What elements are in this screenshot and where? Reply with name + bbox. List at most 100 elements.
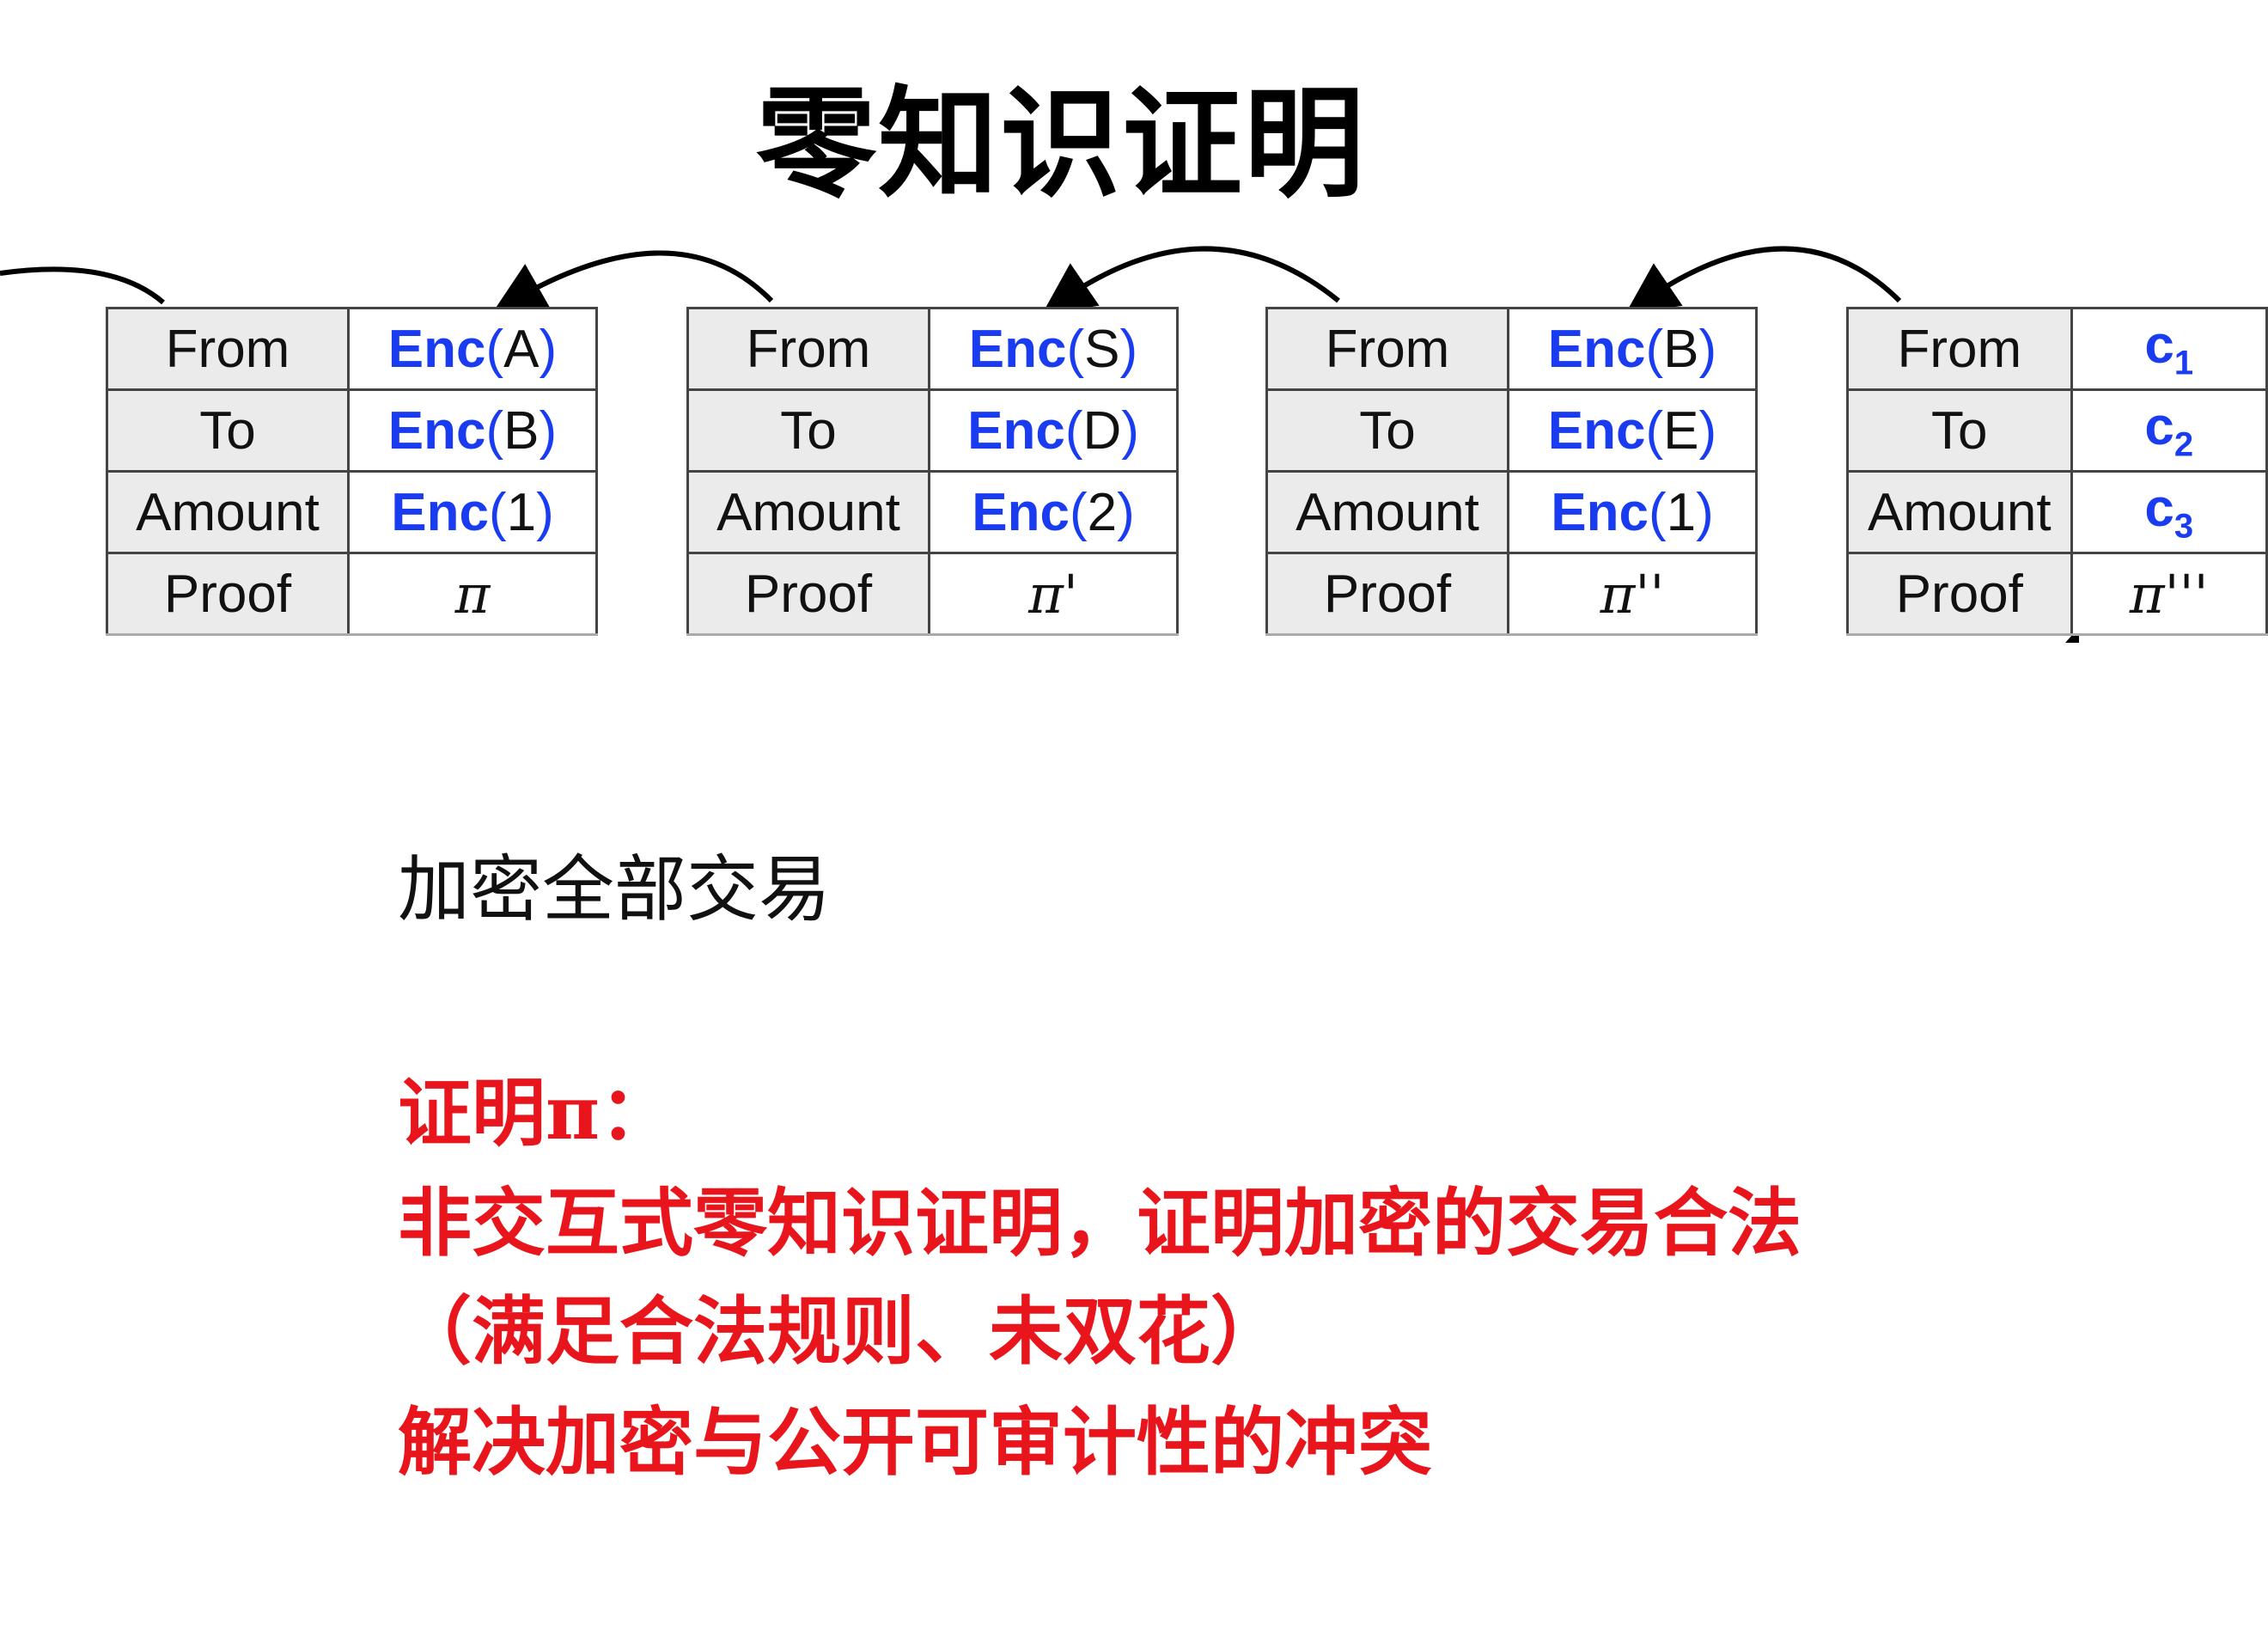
proof-symbol: π' bbox=[1028, 562, 1078, 626]
paren: ) bbox=[536, 482, 554, 542]
enc-arg: E bbox=[1663, 400, 1699, 461]
ciphertext: c bbox=[2144, 479, 2174, 539]
table-row-proof: Proof π''' bbox=[1846, 552, 2268, 636]
proof-label: Proof bbox=[106, 552, 350, 636]
paren: ) bbox=[1698, 400, 1717, 461]
from-value: c1 bbox=[2070, 307, 2268, 391]
enc-arg: 1 bbox=[506, 482, 537, 542]
enc-arg: S bbox=[1084, 319, 1120, 379]
note-line-4: 解决加密与公开可审计性的冲突 bbox=[398, 1399, 1432, 1486]
paren: ) bbox=[539, 400, 558, 461]
to-label: To bbox=[106, 388, 350, 473]
arrow-3 bbox=[1625, 246, 1902, 314]
paren: ) bbox=[1119, 319, 1138, 379]
enc-arg: D bbox=[1082, 400, 1122, 461]
amount-value: Enc(1) bbox=[347, 470, 598, 554]
enc-function: Enc bbox=[967, 400, 1065, 461]
slide-title: 零知识证明 bbox=[755, 75, 1366, 215]
proof-label: Proof bbox=[686, 552, 930, 636]
enc-function: Enc bbox=[972, 482, 1070, 542]
table-row-to: To Enc(D) bbox=[686, 388, 1179, 473]
ciphertext: c bbox=[2144, 397, 2174, 457]
enc-function: Enc bbox=[391, 482, 489, 542]
amount-value: Enc(2) bbox=[928, 470, 1179, 554]
to-value: Enc(B) bbox=[347, 388, 598, 473]
to-value: Enc(E) bbox=[1507, 388, 1758, 473]
paren: ( bbox=[1645, 319, 1664, 379]
enc-arg: A bbox=[503, 319, 540, 379]
paren: ( bbox=[488, 482, 507, 542]
paren: ) bbox=[1121, 400, 1139, 461]
enc-function: Enc bbox=[1551, 482, 1649, 542]
note-line-3: （满足合法规则、未双花） bbox=[398, 1288, 1284, 1375]
amount-value: Enc(1) bbox=[1507, 470, 1758, 554]
proof-value: π' bbox=[928, 552, 1179, 636]
enc-arg: B bbox=[1663, 319, 1699, 379]
paren: ( bbox=[1064, 400, 1083, 461]
enc-function: Enc bbox=[968, 319, 1067, 379]
from-value: Enc(A) bbox=[347, 307, 598, 391]
paren: ) bbox=[539, 319, 558, 379]
proof-label: Proof bbox=[1846, 552, 2073, 636]
table-row-proof: Proof π' bbox=[686, 552, 1179, 636]
to-label: To bbox=[1265, 388, 1509, 473]
to-label: To bbox=[686, 388, 930, 473]
proof-value: π'' bbox=[1507, 552, 1758, 636]
arrow-1 bbox=[492, 250, 774, 312]
ciphertext-index: 3 bbox=[2174, 507, 2194, 546]
from-value: Enc(S) bbox=[928, 307, 1179, 391]
paren: ( bbox=[485, 400, 504, 461]
proof-symbol: π''' bbox=[2129, 562, 2209, 626]
paren: ) bbox=[1117, 482, 1135, 542]
paren: ( bbox=[1066, 319, 1085, 379]
table-row-proof: Proof π bbox=[106, 552, 598, 636]
proof-symbol: π bbox=[454, 562, 491, 626]
ciphertext-index: 2 bbox=[2174, 425, 2194, 464]
to-value: c2 bbox=[2070, 388, 2268, 473]
enc-arg: 2 bbox=[1087, 482, 1118, 542]
amount-value: c3 bbox=[2070, 470, 2268, 554]
note-line-1: 证明π： bbox=[398, 1070, 674, 1157]
from-label: From bbox=[686, 307, 930, 391]
enc-function: Enc bbox=[1547, 400, 1646, 461]
from-label: From bbox=[106, 307, 350, 391]
from-value: Enc(B) bbox=[1507, 307, 1758, 391]
ciphertext: c bbox=[2144, 315, 2174, 376]
paren: ( bbox=[1645, 400, 1664, 461]
proof-value: π''' bbox=[2070, 552, 2268, 636]
enc-function: Enc bbox=[387, 400, 486, 461]
paren: ( bbox=[485, 319, 504, 379]
proof-symbol: π'' bbox=[1600, 562, 1665, 626]
arrow-2 bbox=[1042, 246, 1340, 314]
from-label: From bbox=[1265, 307, 1509, 391]
enc-function: Enc bbox=[1547, 319, 1646, 379]
arrow-0 bbox=[0, 266, 165, 305]
from-label: From bbox=[1846, 307, 2073, 391]
amount-label: Amount bbox=[106, 470, 350, 554]
to-label: To bbox=[1846, 388, 2073, 473]
paren: ( bbox=[1648, 482, 1667, 542]
note-line-2: 非交互式零知识证明，证明加密的交易合法 bbox=[398, 1180, 1802, 1267]
amount-label: Amount bbox=[1265, 470, 1509, 554]
amount-label: Amount bbox=[686, 470, 930, 554]
ciphertext-index: 1 bbox=[2174, 344, 2194, 382]
enc-arg: B bbox=[503, 400, 540, 461]
paren: ( bbox=[1069, 482, 1088, 542]
